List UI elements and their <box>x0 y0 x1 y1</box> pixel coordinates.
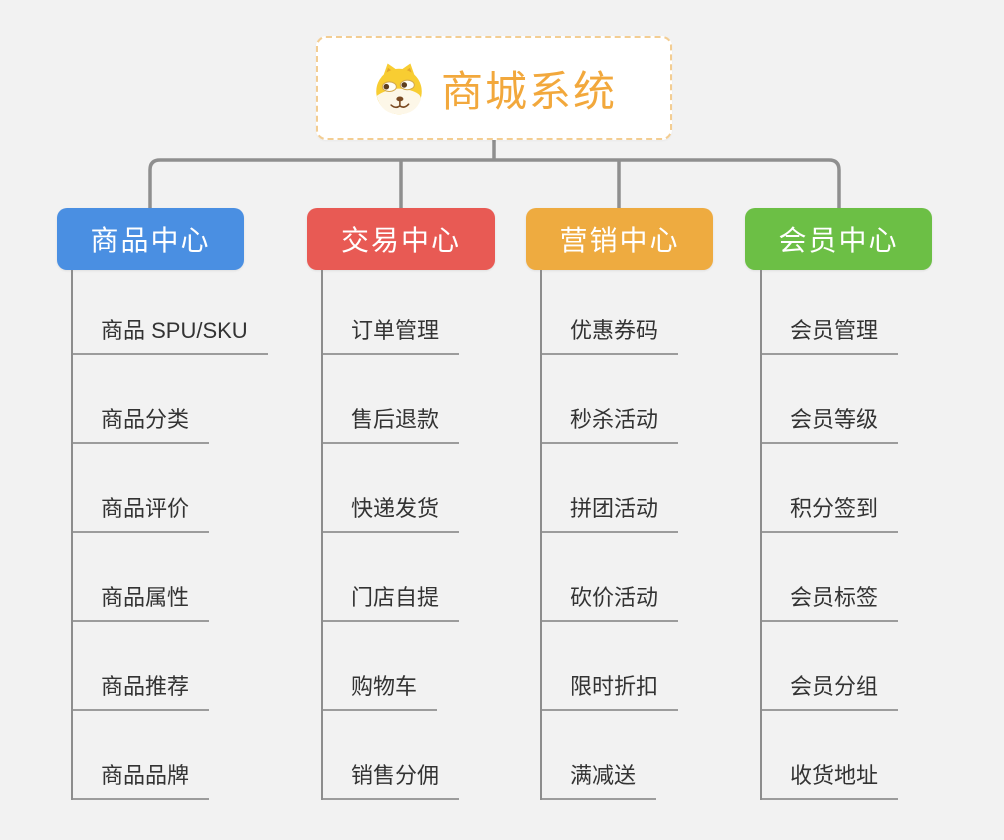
branch-node-product-center[interactable]: 商品中心 <box>57 208 244 270</box>
leaf-node[interactable]: 销售分佣 <box>323 711 460 800</box>
branch-label: 会员中心 <box>778 225 899 256</box>
leaf-node[interactable]: 拼团活动 <box>542 444 679 533</box>
root-node-mall-system[interactable]: 商城系统 <box>316 36 672 140</box>
leaf-node[interactable]: 商品 SPU/SKU <box>73 270 268 355</box>
branch-children-member-center: 会员管理 会员等级 积分签到 会员标签 会员分组 收货地址 <box>760 270 899 800</box>
leaf-label[interactable]: 拼团活动 <box>542 491 679 533</box>
branch-node-marketing-center[interactable]: 营销中心 <box>526 208 713 270</box>
leaf-node[interactable]: 购物车 <box>323 622 438 711</box>
branch-node-member-center[interactable]: 会员中心 <box>745 208 932 270</box>
leaf-node[interactable]: 秒杀活动 <box>542 355 679 444</box>
leaf-label[interactable]: 会员等级 <box>762 402 899 444</box>
leaf-node[interactable]: 砍价活动 <box>542 533 679 622</box>
branch-node-trade-center[interactable]: 交易中心 <box>307 208 495 270</box>
leaf-label[interactable]: 商品 SPU/SKU <box>73 313 268 355</box>
leaf-label[interactable]: 优惠券码 <box>542 313 679 355</box>
leaf-label[interactable]: 购物车 <box>323 669 438 711</box>
branch-children-product-center: 商品 SPU/SKU 商品分类 商品评价 商品属性 商品推荐 商品品牌 <box>71 270 268 800</box>
leaf-label[interactable]: 满减送 <box>542 758 657 800</box>
leaf-label[interactable]: 商品分类 <box>73 402 210 444</box>
root-title: 商城系统 <box>440 67 617 115</box>
branch-label: 交易中心 <box>340 225 461 256</box>
leaf-label[interactable]: 限时折扣 <box>542 669 679 711</box>
branch-children-trade-center: 订单管理 售后退款 快递发货 门店自提 购物车 销售分佣 <box>321 270 460 800</box>
leaf-node[interactable]: 会员标签 <box>762 533 899 622</box>
leaf-node[interactable]: 订单管理 <box>323 270 460 355</box>
leaf-label[interactable]: 会员标签 <box>762 580 899 622</box>
leaf-label[interactable]: 会员分组 <box>762 669 899 711</box>
doge-icon <box>371 60 427 116</box>
leaf-label[interactable]: 收货地址 <box>762 758 899 800</box>
leaf-label[interactable]: 门店自提 <box>323 580 460 622</box>
leaf-node[interactable]: 收货地址 <box>762 711 899 800</box>
leaf-node[interactable]: 优惠券码 <box>542 270 679 355</box>
leaf-label[interactable]: 会员管理 <box>762 313 899 355</box>
branch-label: 商品中心 <box>90 225 211 256</box>
leaf-node[interactable]: 商品分类 <box>73 355 210 444</box>
leaf-label[interactable]: 商品评价 <box>73 491 210 533</box>
leaf-node[interactable]: 商品品牌 <box>73 711 210 800</box>
leaf-node[interactable]: 商品评价 <box>73 444 210 533</box>
branch-label: 营销中心 <box>559 225 680 256</box>
leaf-node[interactable]: 限时折扣 <box>542 622 679 711</box>
leaf-node[interactable]: 会员分组 <box>762 622 899 711</box>
leaf-node[interactable]: 门店自提 <box>323 533 460 622</box>
leaf-label[interactable]: 快递发货 <box>323 491 460 533</box>
leaf-label[interactable]: 秒杀活动 <box>542 402 679 444</box>
leaf-node[interactable]: 满减送 <box>542 711 657 800</box>
leaf-node[interactable]: 售后退款 <box>323 355 460 444</box>
leaf-label[interactable]: 商品属性 <box>73 580 210 622</box>
leaf-label[interactable]: 积分签到 <box>762 491 899 533</box>
branch-children-marketing-center: 优惠券码 秒杀活动 拼团活动 砍价活动 限时折扣 满减送 <box>540 270 679 800</box>
leaf-node[interactable]: 快递发货 <box>323 444 460 533</box>
leaf-node[interactable]: 商品属性 <box>73 533 210 622</box>
leaf-label[interactable]: 订单管理 <box>323 313 460 355</box>
leaf-label[interactable]: 商品品牌 <box>73 758 210 800</box>
leaf-node[interactable]: 积分签到 <box>762 444 899 533</box>
leaf-label[interactable]: 销售分佣 <box>323 758 460 800</box>
leaf-label[interactable]: 商品推荐 <box>73 669 210 711</box>
leaf-node[interactable]: 会员等级 <box>762 355 899 444</box>
leaf-node[interactable]: 商品推荐 <box>73 622 210 711</box>
leaf-label[interactable]: 售后退款 <box>323 402 460 444</box>
leaf-label[interactable]: 砍价活动 <box>542 580 679 622</box>
leaf-node[interactable]: 会员管理 <box>762 270 899 355</box>
